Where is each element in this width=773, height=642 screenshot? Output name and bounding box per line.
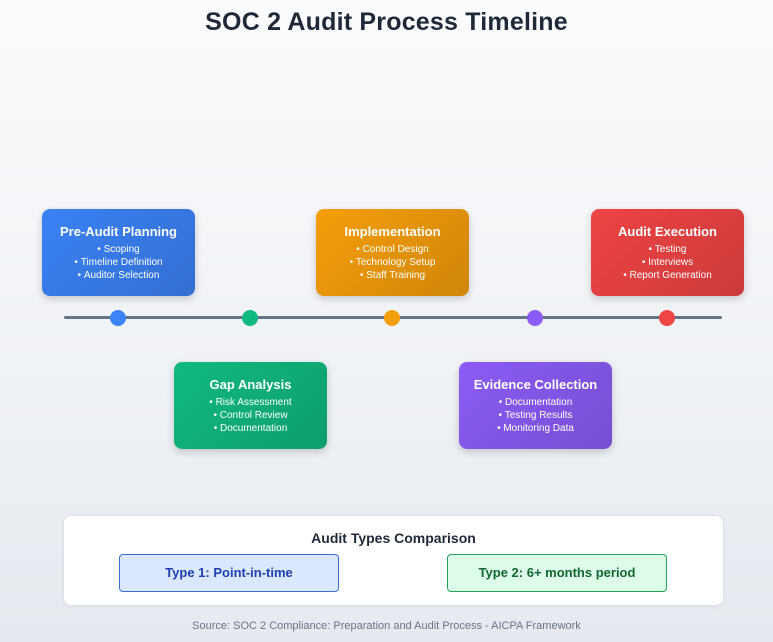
- timeline-dot-audit-execution: [659, 310, 675, 326]
- audit-types-comparison: Audit Types Comparison Type 1: Point-in-…: [63, 515, 724, 606]
- source-caption: Source: SOC 2 Compliance: Preparation an…: [192, 620, 581, 632]
- timeline-dot-gap-analysis: [242, 310, 258, 326]
- phase-item: Interviews: [591, 256, 744, 269]
- phase-card-evidence-collection: Evidence Collection Documentation Testin…: [459, 362, 612, 449]
- phase-items: Risk Assessment Control Review Documenta…: [174, 396, 327, 435]
- phase-title: Pre-Audit Planning: [60, 224, 177, 239]
- phase-item: Technology Setup: [316, 256, 469, 269]
- type-2-box: Type 2: 6+ months period: [447, 554, 667, 592]
- phase-item: Testing: [591, 243, 744, 256]
- timeline-dot-implementation: [384, 310, 400, 326]
- phase-items: Scoping Timeline Definition Auditor Sele…: [42, 243, 195, 282]
- phase-card-implementation: Implementation Control Design Technology…: [316, 209, 469, 296]
- phase-item: Staff Training: [316, 269, 469, 282]
- phase-item: Control Design: [316, 243, 469, 256]
- comparison-title: Audit Types Comparison: [311, 530, 476, 546]
- timeline-dot-evidence-collection: [527, 310, 543, 326]
- phase-item: Risk Assessment: [174, 396, 327, 409]
- phase-item: Documentation: [174, 422, 327, 435]
- phase-title: Evidence Collection: [473, 377, 598, 392]
- phase-card-gap-analysis: Gap Analysis Risk Assessment Control Rev…: [174, 362, 327, 449]
- phase-item: Documentation: [459, 396, 612, 409]
- phase-title: Gap Analysis: [209, 377, 292, 392]
- phase-item: Control Review: [174, 409, 327, 422]
- page-title: SOC 2 Audit Process Timeline: [205, 8, 568, 36]
- phase-items: Control Design Technology Setup Staff Tr…: [316, 243, 469, 282]
- phase-item: Testing Results: [459, 409, 612, 422]
- phase-item: Timeline Definition: [42, 256, 195, 269]
- phase-card-pre-audit-planning: Pre-Audit Planning Scoping Timeline Defi…: [42, 209, 195, 296]
- phase-item: Scoping: [42, 243, 195, 256]
- phase-title: Audit Execution: [618, 224, 717, 239]
- phase-title: Implementation: [344, 224, 441, 239]
- phase-item: Auditor Selection: [42, 269, 195, 282]
- phase-card-audit-execution: Audit Execution Testing Interviews Repor…: [591, 209, 744, 296]
- phase-item: Monitoring Data: [459, 422, 612, 435]
- phase-items: Testing Interviews Report Generation: [591, 243, 744, 282]
- type-1-box: Type 1: Point-in-time: [119, 554, 339, 592]
- phase-item: Report Generation: [591, 269, 744, 282]
- phase-items: Documentation Testing Results Monitoring…: [459, 396, 612, 435]
- timeline-dot-pre-audit-planning: [110, 310, 126, 326]
